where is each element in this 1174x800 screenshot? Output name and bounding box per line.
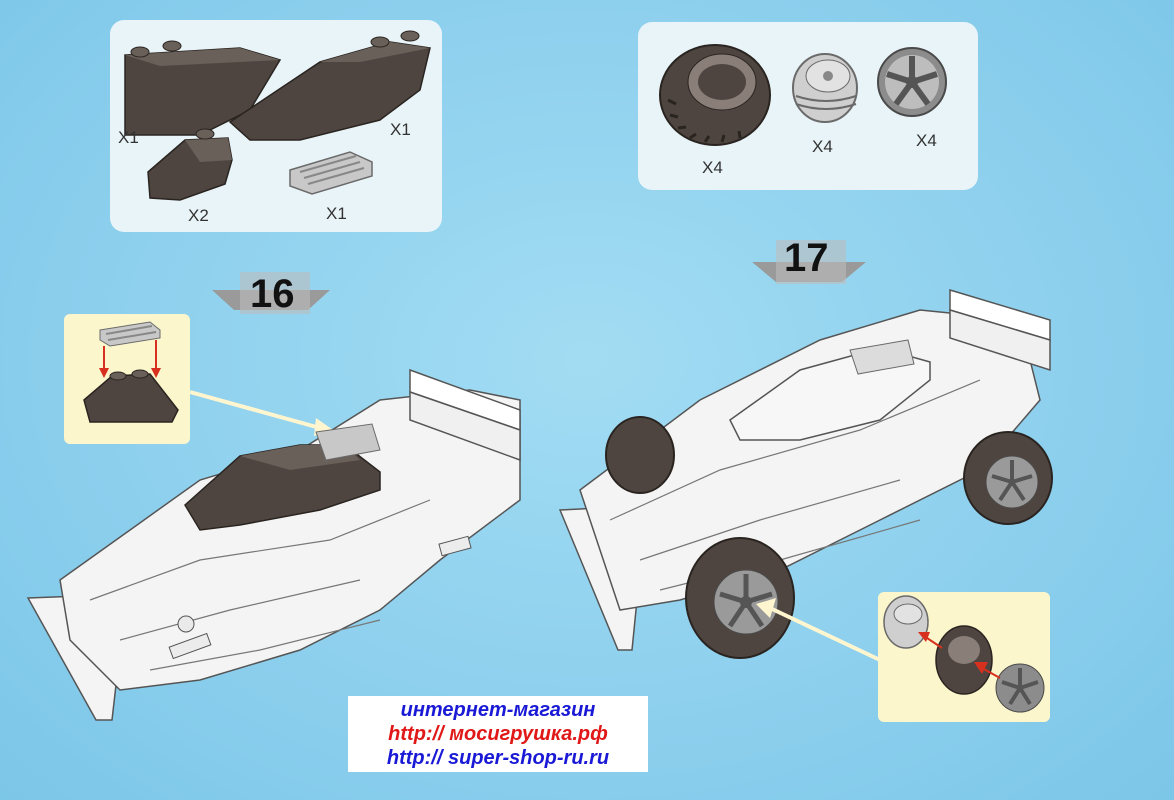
slope-brick-part: [147, 128, 233, 201]
qty-grille-tile: X1: [326, 204, 347, 223]
step16-number: 16: [250, 272, 295, 316]
step17-pointer-arrow: [756, 598, 881, 662]
qty-hubcap: X4: [916, 131, 937, 150]
rear-right-wheel: [963, 431, 1053, 525]
qty-tire: X4: [702, 158, 723, 177]
qty-slope-brick: X2: [188, 206, 209, 225]
qty-curved-slope-left: X1: [118, 128, 139, 147]
front-left-wheel: [685, 537, 795, 659]
step17-badge: [752, 240, 866, 284]
shop-title: интернет-магазин: [400, 699, 596, 721]
shop-watermark: интернет-магазин http:// мосигрушка.рф h…: [348, 696, 648, 772]
step16-badge: [212, 272, 330, 314]
step16-car: [26, 368, 521, 721]
step16-callout-illustration: [83, 321, 179, 423]
tire-part: [659, 44, 771, 146]
shop-url-1[interactable]: http:// мосигрушка.рф: [388, 723, 608, 745]
hubcap-part: [877, 47, 947, 117]
shop-url-2[interactable]: http:// super-shop-ru.ru: [386, 747, 610, 769]
step17-car: [558, 288, 1053, 659]
qty-curved-slope-right: X1: [390, 120, 411, 139]
curved-slope-right-part: [228, 30, 431, 141]
rim-part: [792, 53, 858, 123]
curved-slope-left-part: [124, 40, 282, 136]
rear-left-wheel: [605, 416, 675, 494]
step17-callout-illustration: [883, 595, 1045, 713]
grille-tile-part: [289, 151, 373, 195]
step17-number: 17: [784, 236, 829, 280]
qty-rim: X4: [812, 137, 833, 156]
step16-pointer-arrow: [189, 390, 336, 436]
